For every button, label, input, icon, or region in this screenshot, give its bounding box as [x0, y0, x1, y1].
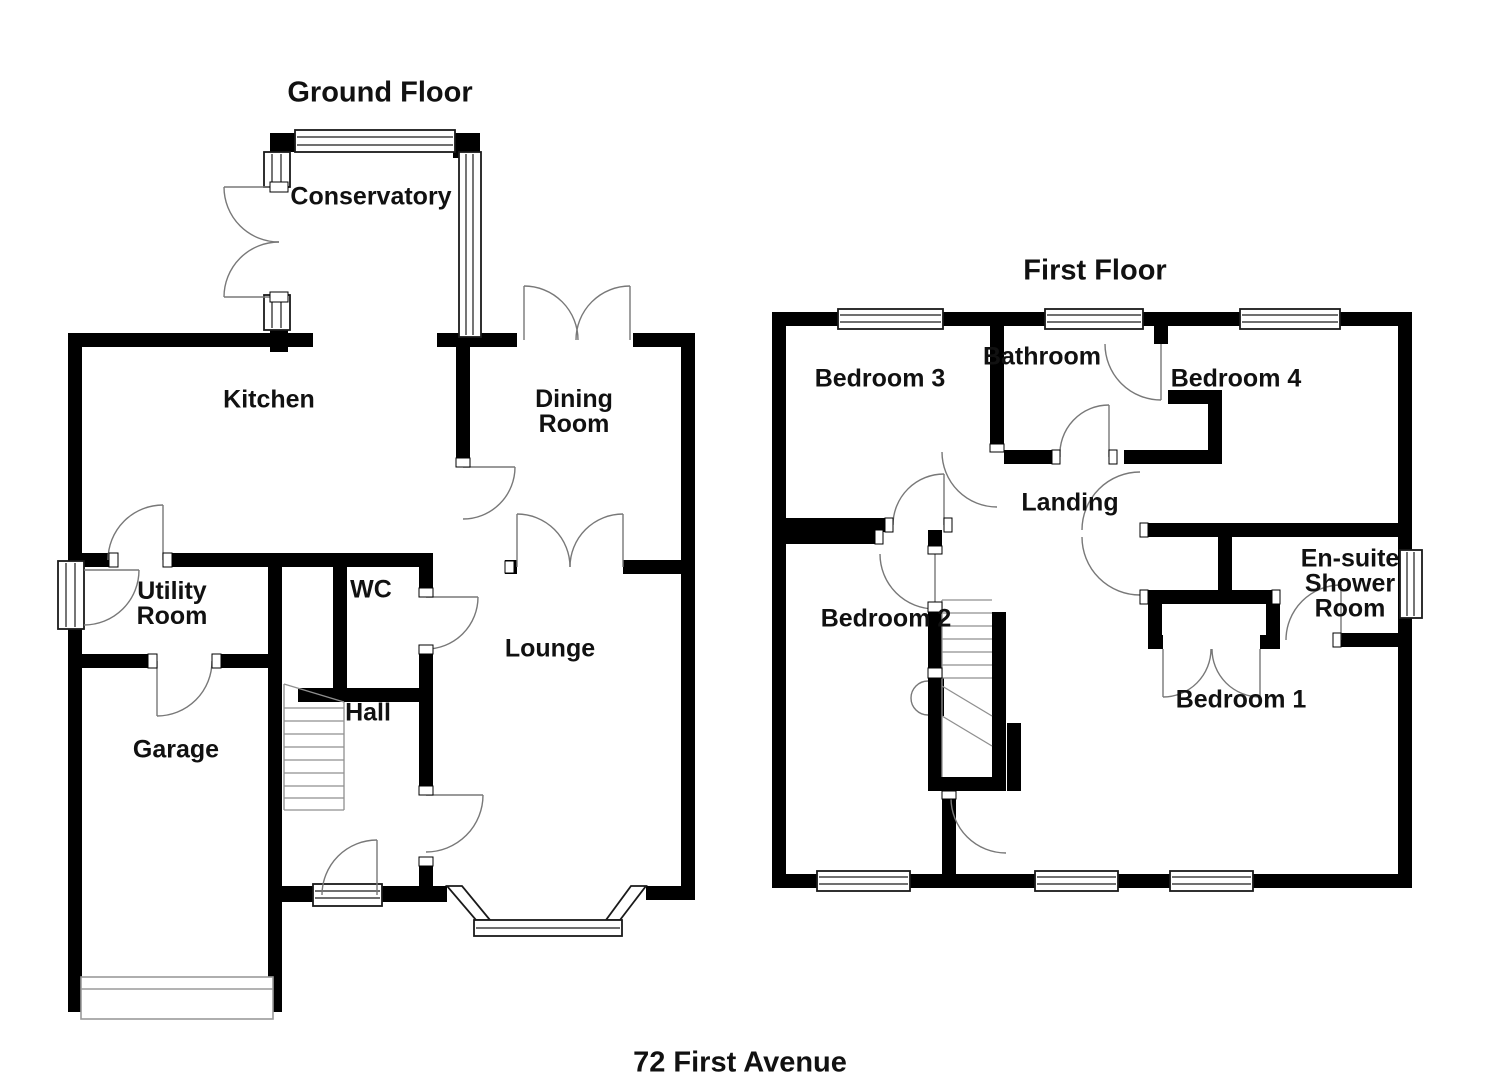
utility-door-to-kitchen [107, 504, 164, 561]
bedroom2-window [816, 870, 911, 892]
bedroom4-window [1239, 308, 1341, 330]
room-label-wc: WC [350, 575, 392, 604]
room-label-dining-room: Dining Room [535, 385, 613, 438]
ground-hinge-markers [108, 181, 515, 867]
bedroom3-door [892, 473, 945, 526]
first-windows [816, 308, 1423, 892]
room-label-bedroom-4: Bedroom 4 [1170, 364, 1302, 393]
bedroom2-door [879, 553, 936, 610]
room-label-landing: Landing [1021, 488, 1119, 517]
room-label-lounge: Lounge [504, 634, 596, 663]
first-hinge-markers [874, 443, 1342, 800]
ground-doors [83, 186, 631, 896]
bedroom4-door [1104, 343, 1162, 401]
bedroom1-window [1169, 870, 1254, 892]
first-floor-plan [772, 308, 1423, 892]
garage-internal-door [156, 660, 213, 717]
room-label-bathroom: Bathroom [982, 342, 1102, 371]
first-stairs [941, 599, 993, 777]
lounge-dining-double-doors [516, 513, 624, 568]
room-label-conservatory: Conservatory [290, 182, 452, 211]
conservatory-right-window [458, 151, 482, 338]
address-caption: 72 First Avenue [633, 1046, 847, 1079]
room-label-garage: Garage [132, 735, 220, 764]
first-floor-title: First Floor [1023, 254, 1167, 287]
bay-window [445, 885, 648, 937]
garage-door [80, 976, 274, 1020]
bedroom3-window [837, 308, 944, 330]
ensuite-window [1399, 549, 1423, 619]
ground-floor-title: Ground Floor [287, 76, 473, 109]
ground-windows [57, 129, 482, 1020]
ground-stairs [283, 683, 345, 811]
first-doors [879, 343, 1342, 854]
conservatory-left-window-upper [263, 151, 291, 188]
landing-door-left [941, 451, 998, 508]
ground-floor-plan [57, 129, 695, 1020]
conservatory-french-doors [223, 186, 280, 298]
conservatory-top-window [294, 129, 456, 153]
wc-door [425, 596, 479, 650]
front-door-threshold [312, 883, 383, 907]
dining-patio-doors [523, 285, 631, 341]
room-label-bedroom-2: Bedroom 2 [820, 604, 952, 633]
room-label-ensuite: En-suite Shower Room [1300, 544, 1400, 623]
room-label-bedroom-3: Bedroom 3 [814, 364, 946, 393]
room-label-kitchen: Kitchen [223, 385, 315, 414]
understairs-closet-door [950, 797, 1007, 854]
kitchen-dining-door [462, 466, 516, 520]
ground-walls [68, 133, 695, 1012]
hall-lounge-door [425, 794, 484, 853]
landing-door-right-upper [1081, 471, 1141, 531]
utility-window [57, 560, 85, 630]
bedroom1-double-doors [1162, 648, 1261, 698]
bathroom-window [1044, 308, 1144, 330]
landing-bottom-window [1034, 870, 1119, 892]
front-door [321, 839, 378, 896]
room-label-utility-room: Utility Room [136, 577, 208, 630]
landing-door-right-lower [1081, 536, 1141, 596]
stair-cupboard-door [910, 680, 929, 716]
bathroom-door [1059, 404, 1110, 458]
utility-side-door [83, 569, 140, 626]
room-label-hall: Hall [345, 698, 391, 727]
room-label-bedroom-1: Bedroom 1 [1175, 685, 1307, 714]
ensuite-door [1285, 584, 1342, 641]
